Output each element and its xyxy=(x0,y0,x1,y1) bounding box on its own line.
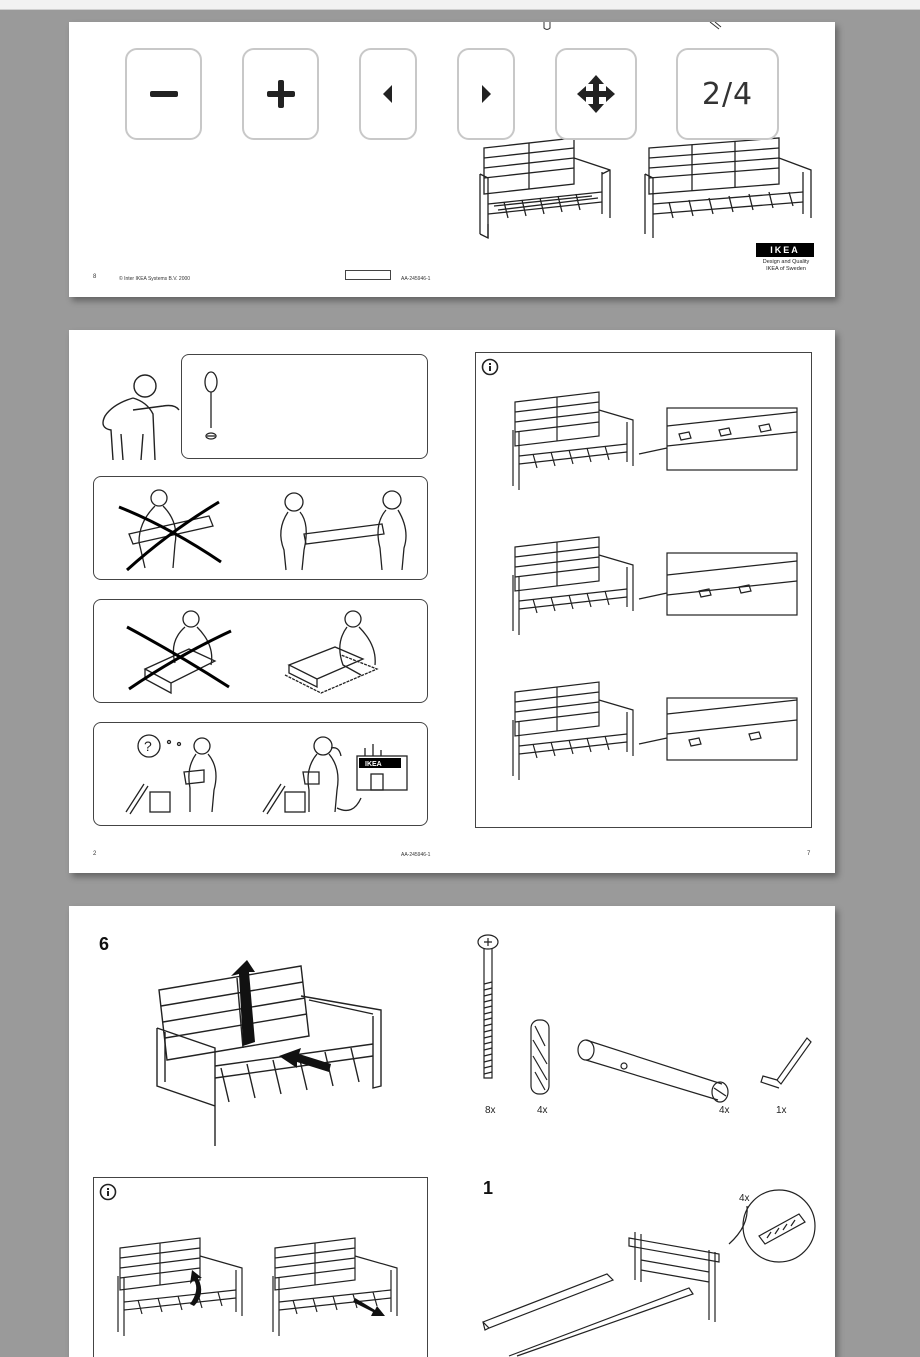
callout-quantity: 4x xyxy=(739,1193,750,1204)
barrel-nut-part-illustration xyxy=(577,1039,729,1103)
step-number-1: 1 xyxy=(483,1178,494,1198)
info-panel-bottom xyxy=(93,1177,428,1357)
right-page-number: 7 xyxy=(807,851,811,857)
confused-person-with-box-illustration: ? xyxy=(125,734,217,815)
blank-label-box xyxy=(345,270,391,280)
ikea-store-sign: IKEA xyxy=(365,761,382,768)
minus-icon xyxy=(149,91,178,97)
two-person-carry-box xyxy=(93,476,428,580)
three-seat-sofa-illustration xyxy=(644,137,812,238)
screwdriver-icon xyxy=(204,371,218,440)
sofa-step-6-illustration xyxy=(156,960,382,1146)
previous-page-button[interactable] xyxy=(359,48,417,140)
svg-text:?: ? xyxy=(144,738,152,754)
document-code: AA-245946-1 xyxy=(401,852,431,858)
triangle-left-icon xyxy=(383,85,392,103)
calling-ikea-store-illustration: IKEA xyxy=(262,736,408,815)
step-1-frame-assembly-illustration xyxy=(481,1189,816,1357)
document-code: AA-245946-1 xyxy=(401,276,431,282)
two-people-lifting-illustration xyxy=(280,490,407,571)
page-number: 8 xyxy=(93,274,97,280)
one-person-lifting-crossed-out-illustration xyxy=(118,489,222,572)
dowel-quantity: 4x xyxy=(537,1105,548,1116)
tool-required-box xyxy=(181,354,428,459)
unpack-on-soft-surface-box xyxy=(93,599,428,703)
design-quality-tagline: Design and Quality IKEA of Sweden xyxy=(762,259,810,272)
info-icon xyxy=(99,1183,117,1201)
triangle-right-icon xyxy=(482,85,491,103)
document-page-2-7: ? IKEA xyxy=(69,330,835,873)
barrel-nut-quantity: 4x xyxy=(719,1105,730,1116)
plus-icon xyxy=(266,80,295,108)
allen-key-quantity: 1x xyxy=(776,1105,787,1116)
allen-key-part-illustration xyxy=(760,1037,812,1089)
zoom-out-button[interactable] xyxy=(125,48,202,140)
info-icon xyxy=(481,358,499,376)
ikea-logo: IKEA xyxy=(756,243,814,257)
zoom-in-button[interactable] xyxy=(242,48,319,140)
cut-off-drawing-fragment xyxy=(543,22,551,30)
info-panel-frame xyxy=(475,352,812,828)
sofa-slide-seat-illustration xyxy=(272,1237,398,1336)
bolt-quantity: 8x xyxy=(485,1105,496,1116)
sofa-slat-detail-2-illustration xyxy=(512,536,798,635)
move-arrows-icon xyxy=(577,75,615,113)
step-number-6: 6 xyxy=(99,934,110,954)
page-indicator: 2/4 xyxy=(676,48,779,140)
wooden-dowel-part-illustration xyxy=(530,1019,550,1095)
pan-button[interactable] xyxy=(555,48,637,140)
sofa-slat-detail-3-illustration xyxy=(512,681,798,780)
cut-off-drawing-fragment xyxy=(709,22,722,30)
sofa-slat-detail-1-illustration xyxy=(512,391,798,490)
document-page-3-6: 6 8x 4x 4x xyxy=(69,906,835,1357)
unpacking-on-rug-illustration xyxy=(284,610,379,694)
two-seat-sofa-illustration xyxy=(479,137,611,240)
unpacking-on-hard-floor-crossed-out-illustration xyxy=(126,610,232,695)
copyright-text: © Inter IKEA Systems B.V. 2000 xyxy=(119,276,191,282)
bolt-part-illustration xyxy=(477,934,499,1079)
left-page-number: 2 xyxy=(93,851,97,857)
browser-top-strip xyxy=(0,0,920,22)
person-pointing-illustration xyxy=(102,374,180,461)
next-page-button[interactable] xyxy=(457,48,515,140)
sofa-remove-seat-illustration xyxy=(117,1237,243,1336)
